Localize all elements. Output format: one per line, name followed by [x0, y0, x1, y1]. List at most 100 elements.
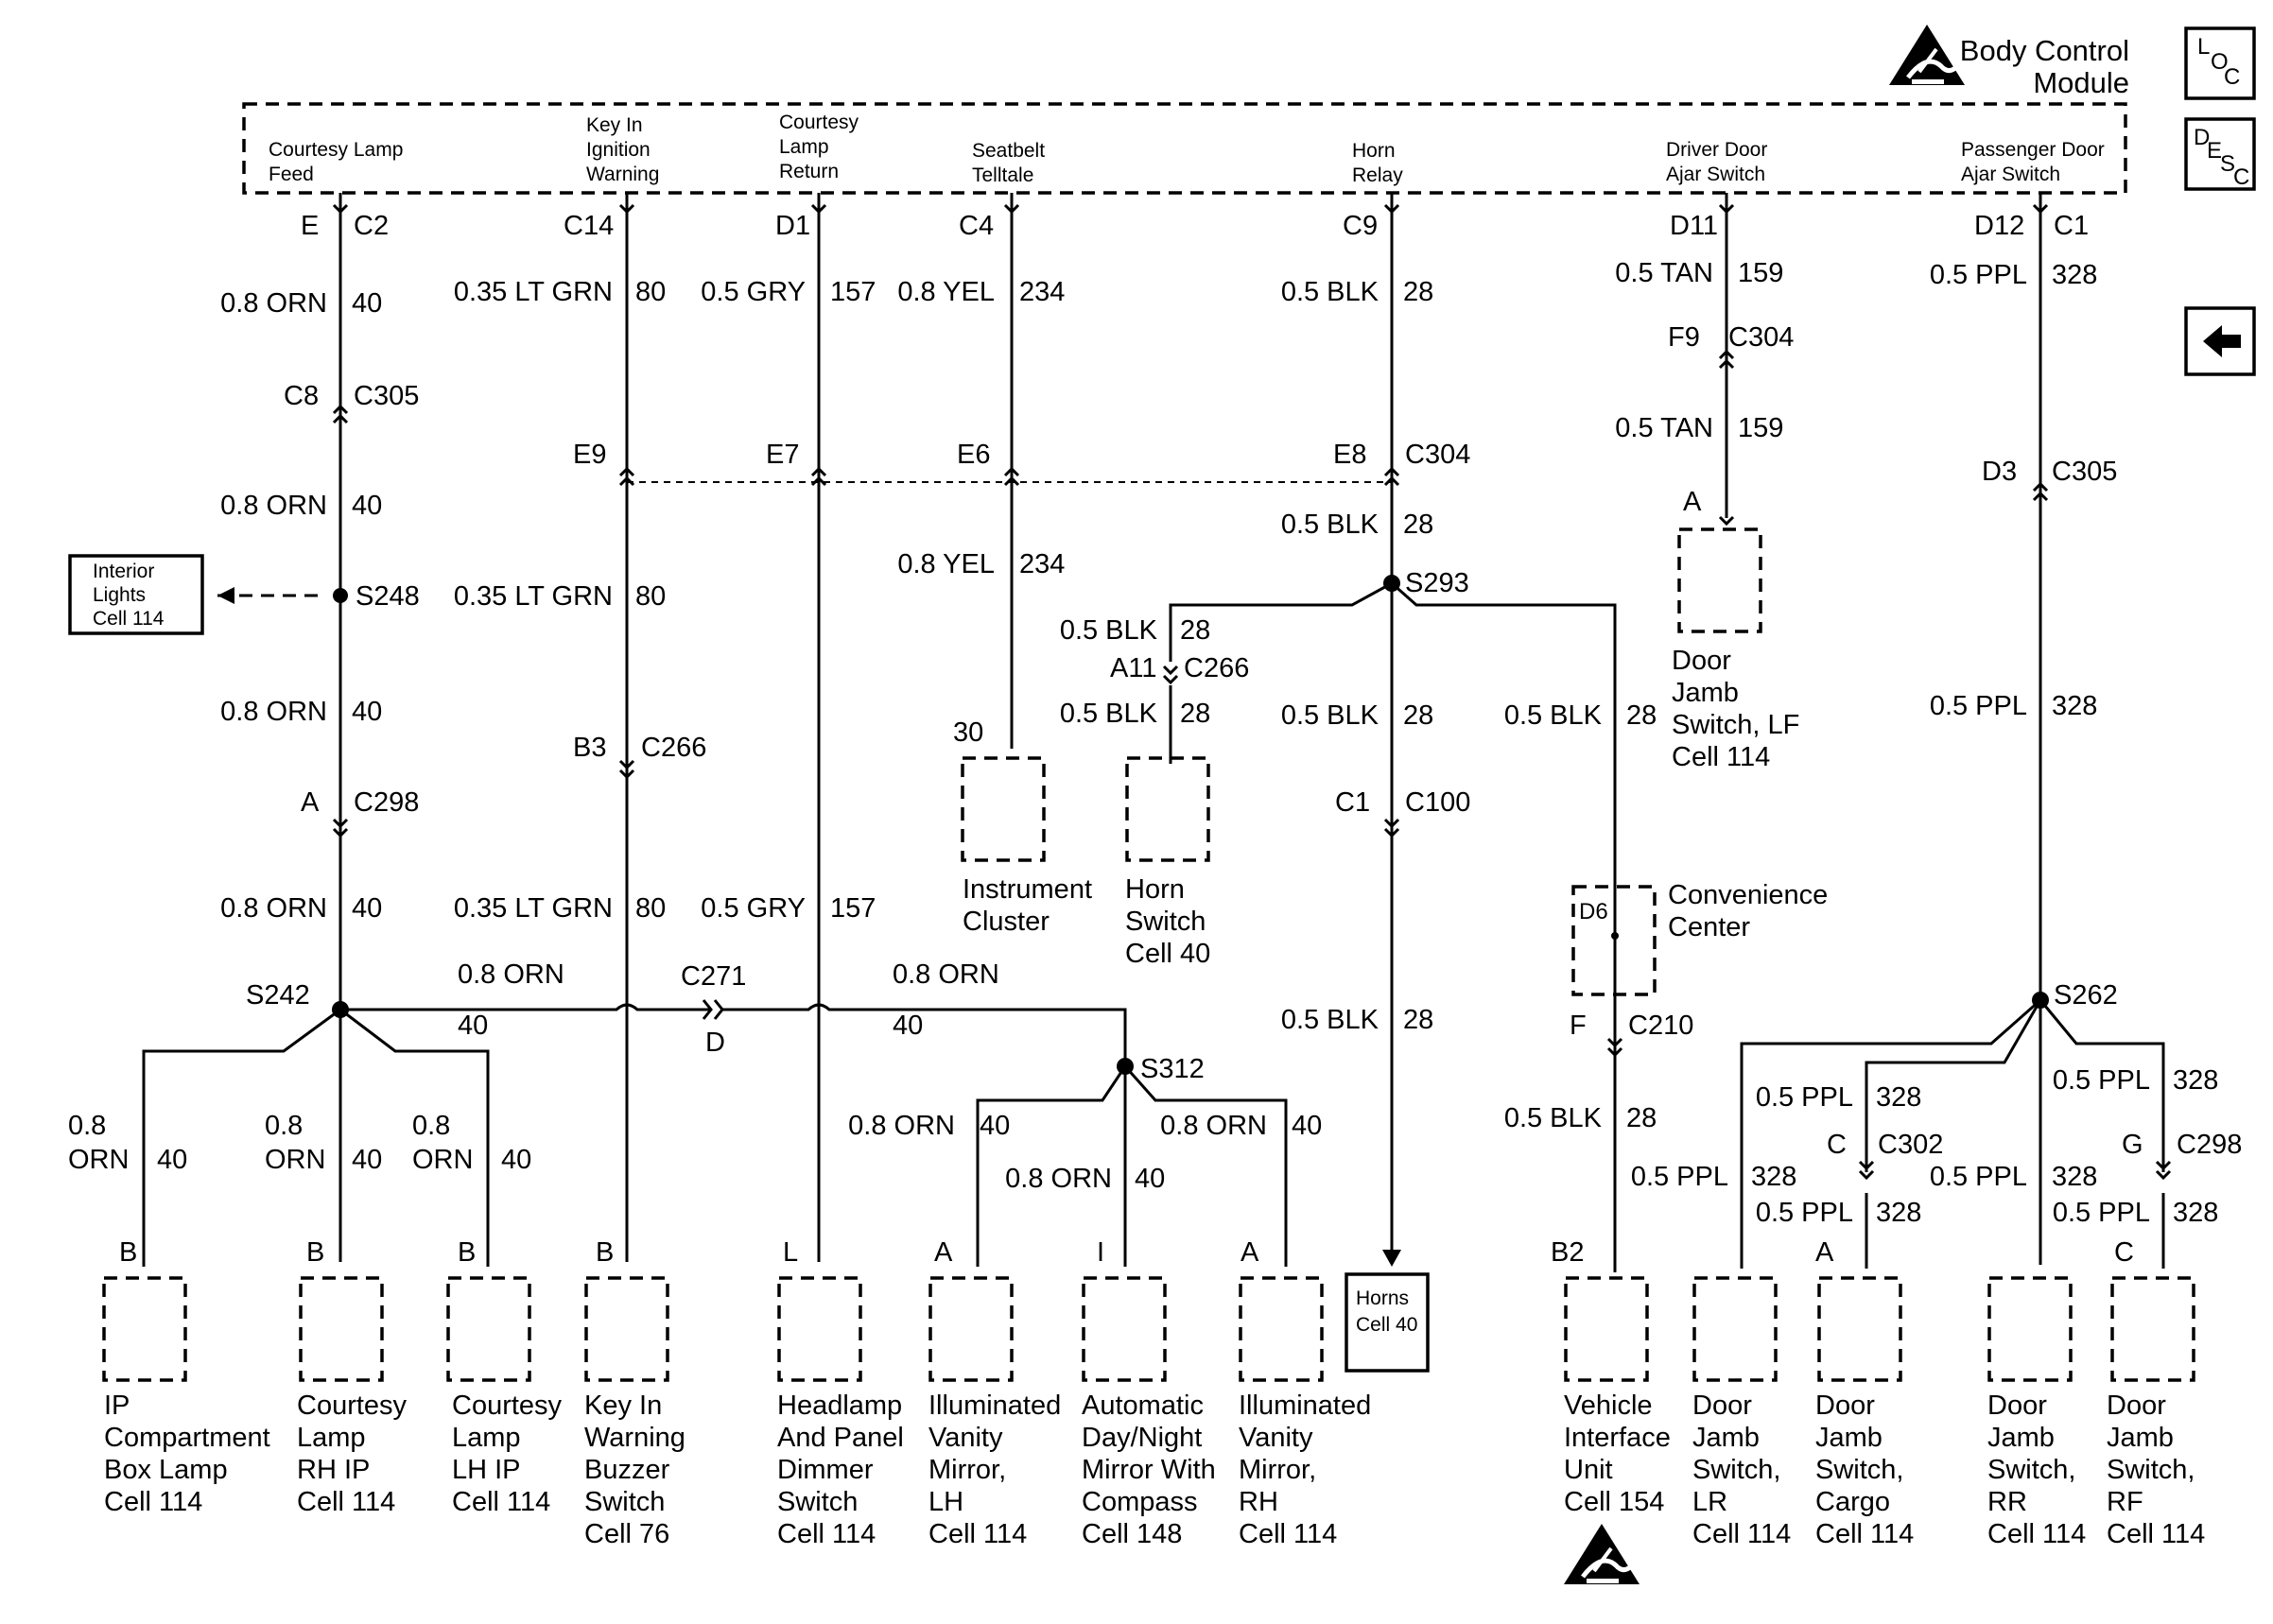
- wire-circuit: 28: [1180, 699, 1210, 729]
- jamb-rr-label-4: RR: [1987, 1487, 2027, 1517]
- wire-circuit: 28: [1403, 700, 1433, 731]
- conn-c210: C210: [1628, 1011, 1693, 1041]
- dimmer-label-3: Dimmer: [777, 1455, 874, 1485]
- pin-a-cargo: A: [1815, 1237, 1834, 1268]
- auto-mirror-label-4: Compass: [1082, 1487, 1198, 1517]
- pin-f-c210: F: [1570, 1011, 1587, 1041]
- wire-circuit: 40: [352, 491, 382, 521]
- loc-button[interactable]: L O C: [2184, 26, 2256, 100]
- input-key-in-3: Warning: [586, 164, 659, 185]
- input-courtesy-feed-2: Feed: [269, 164, 314, 185]
- desc-s: S: [2220, 151, 2235, 177]
- input-horn-relay-2: Relay: [1352, 164, 1403, 186]
- auto-mirror-cell: Cell 148: [1082, 1519, 1182, 1549]
- pin-e9: E9: [573, 440, 606, 470]
- jamb-rr-label-2: Jamb: [1987, 1423, 2055, 1453]
- wire-circuit: 40: [352, 1145, 382, 1175]
- instrument-cluster-label: Instrument: [963, 874, 1092, 905]
- wire-gauge: 0.35 LT GRN: [454, 581, 613, 612]
- input-driver-door-2: Ajar Switch: [1666, 164, 1765, 185]
- pin-a11: A11: [1110, 653, 1156, 683]
- wire-circuit: 28: [1403, 510, 1433, 540]
- conn-c271: C271: [681, 961, 746, 992]
- pin-e6: E6: [957, 440, 990, 470]
- vanity-lh-label-2: Vanity: [928, 1423, 1003, 1453]
- wire-circuit: 234: [1019, 549, 1065, 579]
- pin-c-rf: C: [2114, 1237, 2134, 1268]
- courtesy-rh-label: Courtesy: [297, 1391, 408, 1421]
- pin-c1: C1: [2054, 211, 2089, 241]
- splice-s248: [333, 588, 348, 603]
- pin-i-auto: I: [1097, 1237, 1104, 1268]
- pin-d11: D11: [1670, 211, 1718, 241]
- pin-e: E: [301, 211, 319, 241]
- horns-cell: Cell 40: [1356, 1314, 1417, 1336]
- courtesy-rh-cell: Cell 114: [297, 1487, 395, 1517]
- wire-circuit: 157: [830, 893, 876, 924]
- wires: [142, 193, 2165, 1272]
- wire-circuit: 80: [635, 893, 666, 924]
- ip-box-lamp-label-3: Box Lamp: [104, 1455, 228, 1485]
- horns-link[interactable]: Horns Cell 40: [1345, 1272, 1430, 1373]
- pin-d6: D6: [1579, 899, 1608, 924]
- desc-e: E: [2207, 138, 2222, 164]
- viu-label: Vehicle: [1564, 1391, 1653, 1421]
- module-title: Body Control: [1960, 34, 2129, 67]
- desc-button[interactable]: D E S C: [2184, 117, 2256, 191]
- vanity-lh-label-3: Mirror,: [928, 1455, 1006, 1485]
- jamb-rf-cell: Cell 114: [2107, 1519, 2205, 1549]
- interior-lights-link[interactable]: Interior Lights Cell 114: [68, 554, 204, 635]
- wire-gauge: 0.8 ORN: [1160, 1111, 1267, 1141]
- splice-s312-label: S312: [1140, 1054, 1205, 1084]
- wire-circuit: 80: [635, 581, 666, 612]
- back-button[interactable]: [2184, 306, 2256, 376]
- conn-c304: C304: [1405, 440, 1470, 470]
- pin-e7: E7: [766, 440, 799, 470]
- horns-label: Horns: [1356, 1287, 1409, 1309]
- input-key-in-2: Ignition: [586, 139, 651, 161]
- wire-circuit: 234: [1019, 277, 1065, 307]
- pin-c4: C4: [959, 211, 994, 241]
- wire-circuit: 328: [2052, 1162, 2097, 1192]
- conn-c302: C302: [1878, 1130, 1943, 1160]
- wire-color: ORN: [412, 1145, 473, 1175]
- wire-color: ORN: [265, 1145, 325, 1175]
- splice-s248-label: S248: [356, 581, 420, 612]
- wire-gauge: 0.5 BLK: [1060, 615, 1158, 646]
- pin-c8: C8: [284, 381, 319, 411]
- wire-gauge: 0.8 ORN: [220, 893, 327, 924]
- wire-circuit: 40: [501, 1145, 531, 1175]
- pin-c2: C2: [354, 211, 389, 241]
- viu-label-3: Unit: [1564, 1455, 1613, 1485]
- wire-circuit: 40: [352, 288, 382, 319]
- jamb-cargo-label: Door: [1815, 1391, 1875, 1421]
- wire-gauge: 0.5 BLK: [1060, 699, 1158, 729]
- jamb-cargo-label-2: Jamb: [1815, 1423, 1883, 1453]
- splice-s262: [2032, 992, 2049, 1009]
- ip-box-lamp-label-2: Compartment: [104, 1423, 270, 1453]
- pin-b-rh: B: [306, 1237, 324, 1268]
- horn-switch-label: Horn: [1125, 874, 1185, 905]
- viu-label-2: Interface: [1564, 1423, 1671, 1453]
- pin-labels: E C2 C14 D1 C4 C9 D11 D12 C1 C8 C305 E9 …: [119, 211, 2242, 1268]
- wire-circuit: 40: [1292, 1111, 1322, 1141]
- jamb-rr-cell: Cell 114: [1987, 1519, 2086, 1549]
- wire-circuit: 40: [157, 1145, 187, 1175]
- wire-gauge: 0.8 ORN: [893, 959, 999, 990]
- wire-circuit: 328: [2052, 691, 2097, 721]
- input-seatbelt-2: Telltale: [972, 164, 1033, 186]
- key-buzzer-label: Key In: [584, 1391, 662, 1421]
- pin-d12: D12: [1974, 211, 2024, 241]
- key-buzzer-label-3: Buzzer: [584, 1455, 670, 1485]
- pin-b3: B3: [573, 733, 606, 763]
- pin-a-vanity-lh: A: [934, 1237, 953, 1268]
- wire-gauge: 0.5 BLK: [1281, 277, 1379, 307]
- wire-gauge: 0.8: [265, 1111, 303, 1141]
- wire-gauge: 0.5 PPL: [1930, 1162, 2027, 1192]
- wire-gauge: 0.8 YEL: [897, 549, 995, 579]
- wire-gauge: 0.8 ORN: [220, 697, 327, 727]
- input-horn-relay: Horn: [1352, 140, 1396, 162]
- courtesy-lh-label-2: Lamp: [452, 1423, 521, 1453]
- wire-gauge: 0.8 ORN: [458, 959, 564, 990]
